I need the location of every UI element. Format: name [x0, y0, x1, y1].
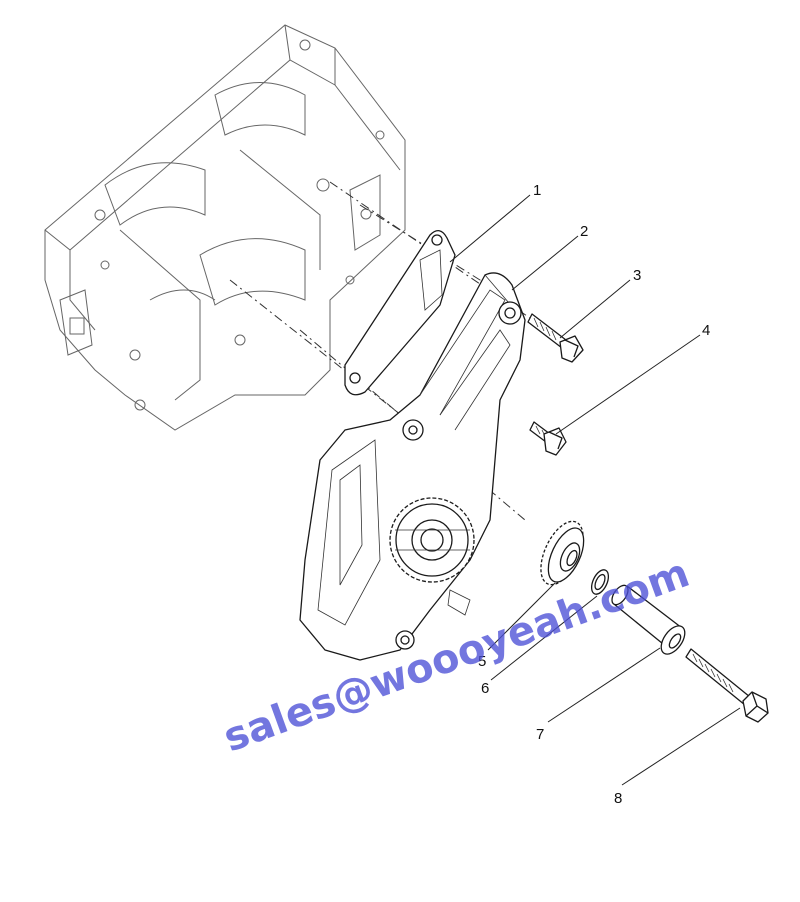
- gear-shaft: [611, 584, 686, 655]
- callout-4: 4: [555, 322, 710, 435]
- callout-2: 2: [511, 223, 588, 291]
- callout-6: 6: [481, 595, 598, 697]
- callout-5: 5: [478, 582, 556, 670]
- engine-block: [44, 24, 406, 431]
- callout-8: 8: [614, 707, 741, 807]
- idler-gear: [540, 520, 585, 586]
- callout-label-5: 5: [478, 653, 486, 670]
- callout-1: 1: [449, 182, 541, 263]
- gasket: [344, 230, 456, 396]
- callout-label-7: 7: [536, 726, 544, 743]
- long-flange-bolt: [527, 313, 584, 363]
- short-flange-bolt: [529, 421, 567, 456]
- thrust-washer: [590, 569, 610, 595]
- callout-label-2: 2: [580, 223, 588, 240]
- long-bolt: [685, 648, 769, 723]
- oil-pump-housing: [299, 272, 526, 661]
- callout-7: 7: [536, 647, 661, 743]
- callout-label-3: 3: [633, 267, 641, 284]
- callout-label-6: 6: [481, 680, 489, 697]
- callout-label-1: 1: [533, 182, 541, 199]
- callout-label-4: 4: [702, 322, 710, 339]
- callout-label-8: 8: [614, 790, 622, 807]
- watermark-text: sales@woooyeah.com: [218, 550, 696, 761]
- callout-3: 3: [559, 267, 641, 339]
